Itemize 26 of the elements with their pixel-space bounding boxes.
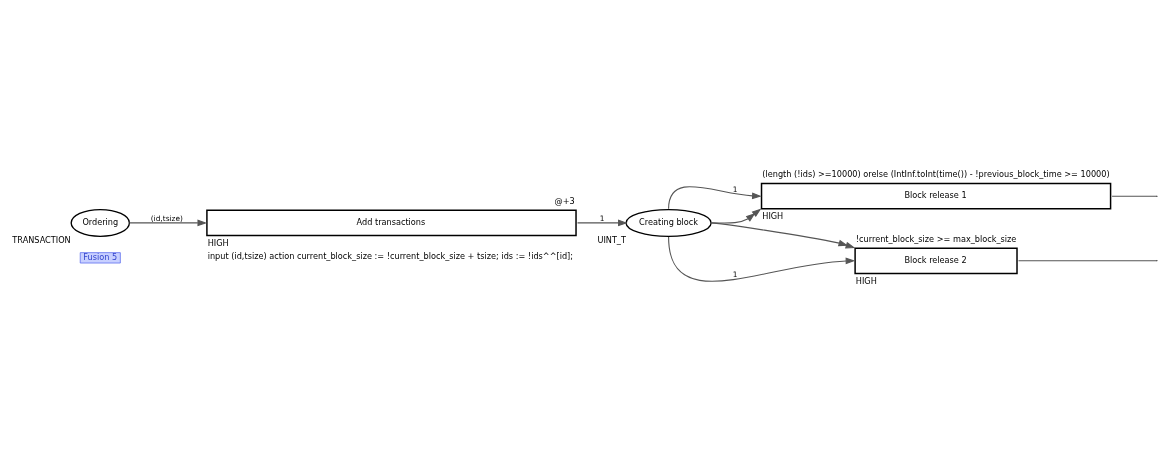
node-box: Block release 2	[854, 247, 1018, 275]
node-label: TRANSACTION	[12, 234, 71, 245]
arrow	[668, 236, 856, 282]
arrow	[576, 219, 628, 227]
edge-label: (id,tsize)	[150, 213, 183, 223]
edge-label: 1	[599, 213, 605, 223]
node-label: !current_block_size >= max_block_size	[855, 234, 1017, 245]
arrow	[668, 186, 762, 210]
arrow	[128, 219, 208, 227]
node-ellipse: Ordering	[70, 208, 131, 237]
node-label: (length (!ids) >=10000) orelse (IntInf.toInt(time()) - !previous_block_time >= 10000)	[762, 169, 1110, 180]
node-label: HIGH	[207, 237, 229, 248]
edge-label: 1	[732, 184, 738, 194]
node-label: input (id,tsize) action current_block_size := !current_block_size + tsize; ids := !ids^^[id];	[207, 251, 574, 262]
connector	[1017, 260, 1158, 262]
node-ellipse: Creating block	[625, 208, 712, 237]
node-label: @+3	[554, 196, 575, 207]
node-box: Add transactions	[206, 209, 577, 237]
node-box: Block release 1	[760, 182, 1112, 210]
node-label: UINT_T	[597, 234, 626, 245]
edge-label: 1	[732, 270, 738, 280]
node-label: Fusion 5	[83, 251, 118, 262]
connector	[1111, 195, 1158, 197]
node-label: HIGH	[762, 211, 784, 222]
arrow	[710, 222, 856, 249]
node-label: HIGH	[855, 275, 877, 286]
